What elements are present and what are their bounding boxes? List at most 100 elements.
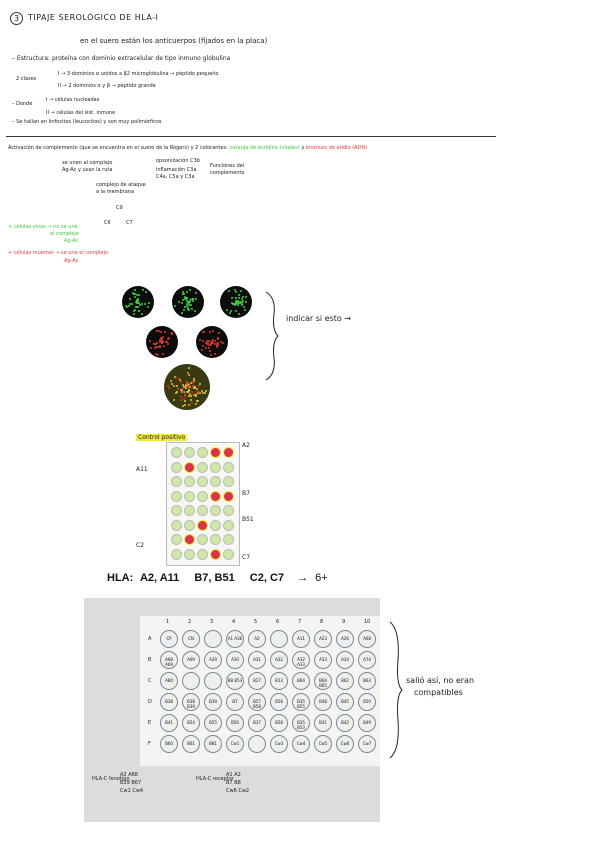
mid-1: opsonización C3b xyxy=(156,158,200,164)
photo-well: B38 B39 xyxy=(182,693,200,711)
cell-dot xyxy=(134,289,136,291)
photo-well xyxy=(182,672,200,690)
hla-group-b: B7, B51 xyxy=(194,572,234,584)
photo-well: A80 xyxy=(160,672,178,690)
plate-well xyxy=(184,476,195,487)
cell-dot xyxy=(185,297,187,299)
well-label: B62 xyxy=(337,678,353,683)
well-label: B49 xyxy=(359,720,375,725)
cell-dot xyxy=(191,402,193,404)
cell-dot xyxy=(217,344,219,346)
plate-well xyxy=(223,534,234,545)
plate-well xyxy=(197,520,208,531)
cell-dot xyxy=(201,349,203,351)
column-label: 8 xyxy=(320,619,323,625)
photo-well xyxy=(270,630,288,648)
cell-dot xyxy=(237,302,239,304)
cell-dot xyxy=(147,306,149,308)
note-activation: Activación de complemento (que se encuen… xyxy=(8,145,367,151)
photo-well: A26 xyxy=(336,630,354,648)
hla-group-a: A2, A11 xyxy=(140,572,179,584)
row-label: C xyxy=(148,678,152,684)
note-where-ii: II → células del sist. inmune xyxy=(46,110,115,116)
note-where-label: – Donde xyxy=(12,101,32,107)
cell-dot xyxy=(201,390,203,392)
label-c2: C2 xyxy=(136,542,144,549)
plate-well xyxy=(210,447,221,458)
photo-well: B64 B65 xyxy=(314,672,332,690)
micro-green-1 xyxy=(122,286,154,318)
plate-well xyxy=(210,491,221,502)
cell-dot xyxy=(235,297,237,299)
note-classes-label: 2 clases xyxy=(16,76,36,82)
well-label: A26 xyxy=(337,636,353,641)
well-label: B48 xyxy=(315,699,331,704)
plate-well xyxy=(197,534,208,545)
green-note-2: el complejo xyxy=(50,231,79,237)
cell-dot xyxy=(131,303,133,305)
branch-2: complejo de ataque xyxy=(96,182,146,188)
plate-well xyxy=(171,505,182,516)
photo-well: A68 xyxy=(358,630,376,648)
cell-dot xyxy=(240,290,242,292)
cell-dot xyxy=(205,342,207,344)
photo-well: A11 xyxy=(292,630,310,648)
cell-dot xyxy=(235,310,237,312)
well-label: A11 xyxy=(293,636,309,641)
note-hla: – Se hallan en linfocitos (leucocitos) y… xyxy=(12,119,162,125)
plate-well xyxy=(184,505,195,516)
well-label: A32 xyxy=(271,657,287,662)
cell-dot xyxy=(178,301,180,303)
cell-dot xyxy=(189,289,191,291)
cell-dot xyxy=(191,308,193,310)
cell-dot xyxy=(198,385,200,387)
well-label: A34 xyxy=(337,657,353,662)
plate-well xyxy=(197,491,208,502)
cell-dot xyxy=(149,340,151,342)
cell-dot xyxy=(157,354,159,356)
cell-dot xyxy=(186,291,188,293)
plate-well xyxy=(184,491,195,502)
plate-well xyxy=(210,549,221,560)
mid-2: inflamación C3a xyxy=(156,167,196,173)
foot-mid-4: Cw6 Cw2 xyxy=(226,788,249,794)
c7: C7 xyxy=(126,220,133,226)
photo-well: B38 xyxy=(160,693,178,711)
plate-well xyxy=(210,534,221,545)
plate-well xyxy=(210,476,221,487)
cell-dot xyxy=(175,392,177,394)
cell-dot xyxy=(196,400,198,402)
cell-dot xyxy=(211,342,213,344)
photo-well: B60 xyxy=(160,735,178,753)
cell-dot xyxy=(195,403,197,405)
well-label: B54 xyxy=(183,720,199,725)
cell-dot xyxy=(188,304,190,306)
plate-well xyxy=(184,549,195,560)
cell-dot xyxy=(188,395,190,397)
well-label: B41 xyxy=(161,720,177,725)
well-label: B45 xyxy=(337,699,353,704)
well-label: B35 B55 xyxy=(293,699,309,709)
photo-well: B57 B58 xyxy=(248,693,266,711)
photo-well: B48 xyxy=(314,693,332,711)
cell-dot xyxy=(214,340,216,342)
micro-red-1 xyxy=(146,326,178,358)
cell-dot xyxy=(128,305,130,307)
green-note-1: + células vivas → no se une xyxy=(8,224,78,230)
plate-well xyxy=(184,520,195,531)
well-label: A68 A69 xyxy=(161,657,177,667)
hla-prefix: HLA: xyxy=(107,572,133,584)
cell-dot xyxy=(245,296,247,298)
foot-left-3: B39 B67 xyxy=(120,780,141,786)
column-label: 7 xyxy=(298,619,301,625)
photo-well: Cw5 xyxy=(314,735,332,753)
photo-well: Cw4 xyxy=(292,735,310,753)
well-label: CP xyxy=(161,636,177,641)
photo-well: B39 xyxy=(204,693,222,711)
cell-dot xyxy=(138,294,140,296)
photo-well xyxy=(204,672,222,690)
cell-dot xyxy=(222,342,224,344)
control-positive-label: Control positivo xyxy=(136,434,187,441)
cell-dot xyxy=(214,353,216,355)
well-label: Cw4 xyxy=(293,741,309,746)
